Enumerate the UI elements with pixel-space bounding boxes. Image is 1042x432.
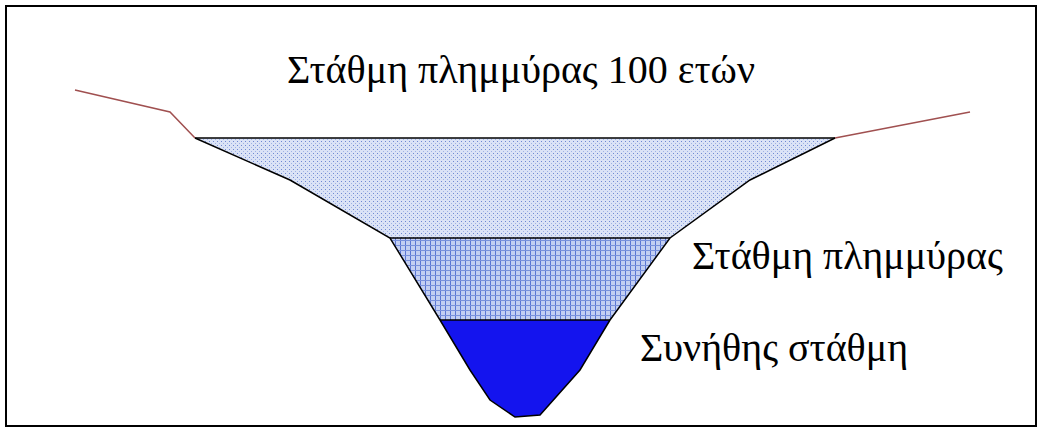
level-label: Στάθμη πλημμύρας 100 ετών (287, 48, 755, 92)
level-line (195, 137, 835, 139)
normal-water (440, 320, 610, 417)
level-label: Συνήθης στάθμη (640, 326, 908, 370)
level-line (390, 237, 670, 239)
frame (6, 6, 1036, 426)
level-label: Στάθμη πλημμύρας (692, 234, 1003, 278)
ground-line (75, 90, 195, 138)
level-line (440, 319, 610, 321)
ground-line (835, 112, 970, 138)
